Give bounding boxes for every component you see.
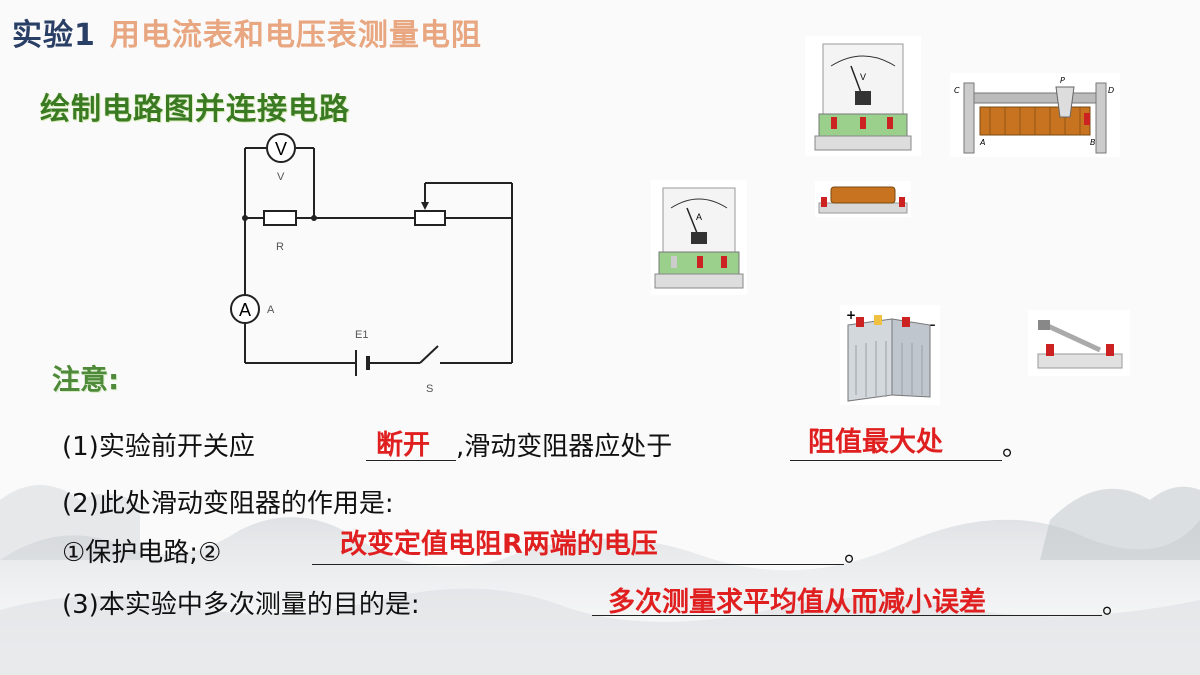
svg-text:A: A [239,300,251,320]
circuit-diagram: V V R A A E1 S [230,133,513,395]
battery-device-image: + − [840,305,940,405]
battery-label: E1 [355,329,368,341]
voltmeter-label: V [277,171,285,183]
battery-plus-sign: + [846,308,856,322]
voltmeter-face-letter: V [860,72,866,82]
voltmeter-symbol: V [266,133,296,163]
question-3-blank [592,615,1102,616]
rheostat-symbol [414,210,446,226]
question-1-end: 。 [1002,432,1029,462]
question-1-prefix: (1)实验前开关应 [62,432,255,462]
fixed-resistor-image [815,181,911,217]
question-1-answer-1: 断开 [376,430,430,461]
knife-switch-image [1028,310,1130,376]
question-1-answer-2: 阻值最大处 [808,427,943,458]
ammeter-device-image: A [651,180,747,295]
battery-minus-sign: − [926,318,936,332]
rheostat-label-p: P [1060,76,1065,85]
question-1-blank-2 [790,460,1002,461]
rheostat-label-a: A [979,138,985,147]
question-2-end: 。 [844,538,871,568]
rheostat-device-image: C P D A B [950,73,1120,157]
experiment-title: 用电流表和电压表测量电阻 [109,18,482,53]
question-2-answer: 改变定值电阻R两端的电压 [340,529,658,560]
question-3-answer: 多次测量求平均值从而减小误差 [608,587,986,618]
resistor-label: R [276,241,284,253]
svg-text:V: V [275,139,287,159]
question-1-middle: ,滑动变阻器应处于 [456,432,673,462]
voltmeter-device-image: V [805,36,921,156]
rheostat-label-d: D [1108,86,1114,95]
ammeter-symbol: A [230,294,260,324]
question-2-blank [312,564,844,565]
rheostat-label-c: C [954,86,960,95]
notes-heading: 注意: [52,363,120,396]
question-1-blank-1 [366,460,456,461]
question-3-prefix: (3)本实验中多次测量的目的是: [62,590,420,620]
resistor-symbol [263,210,297,226]
slide-title: 实验1 用电流表和电压表测量电阻 [12,10,482,54]
rheostat-label-b: B [1090,138,1096,147]
question-3-end: 。 [1102,590,1129,620]
question-2-line-2-prefix: ①保护电路;② [62,538,222,568]
question-2-line-1: (2)此处滑动变阻器的作用是: [62,489,394,519]
ammeter-face-letter: A [696,212,702,222]
switch-label: S [426,383,433,395]
ammeter-label: A [267,304,275,316]
experiment-number: 实验1 [12,18,96,53]
section-subtitle: 绘制电路图并连接电路 [40,92,350,127]
